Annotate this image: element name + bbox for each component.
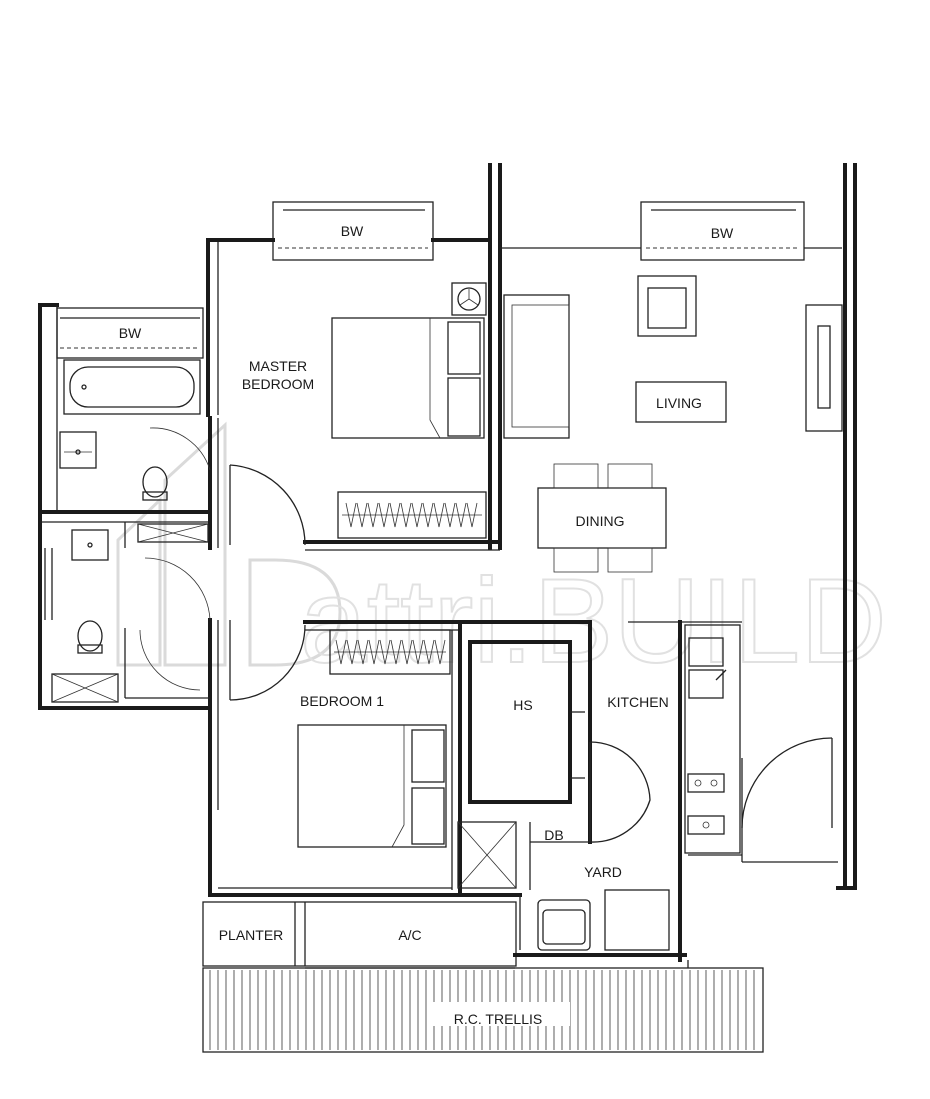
toilet-common-bath	[77, 620, 103, 654]
room-labels: BW BW BW MASTER BEDROOM LIVING DINING BE…	[119, 223, 734, 1027]
sofa	[503, 294, 570, 439]
shower-master-bath	[137, 523, 209, 543]
bathtub	[63, 359, 201, 415]
dining-set	[537, 463, 667, 573]
label-kitchen: KITCHEN	[607, 694, 668, 710]
walls	[38, 163, 857, 968]
label-bw-master: BW	[341, 223, 364, 239]
rc-trellis	[202, 967, 764, 1053]
label-bw-living: BW	[711, 225, 734, 241]
bay-window-living	[640, 201, 805, 261]
shower-common-bath	[51, 673, 119, 703]
bedroom1-bed	[297, 724, 447, 848]
label-yard: YARD	[584, 864, 622, 880]
label-rc-trellis: R.C. TRELLIS	[454, 1011, 542, 1027]
kitchen-counter	[684, 624, 741, 854]
armchair	[637, 275, 697, 337]
bedroom1-wardrobe	[329, 629, 451, 675]
label-db: DB	[544, 827, 563, 843]
label-bedroom1: BEDROOM 1	[300, 693, 384, 709]
label-master-bedroom-line1: MASTER	[249, 358, 307, 374]
coffee-table	[635, 381, 727, 423]
label-bw-bath: BW	[119, 325, 142, 341]
master-wardrobe	[337, 491, 487, 539]
label-dining: DINING	[576, 513, 625, 529]
toilet-master-bath	[142, 466, 168, 501]
yard-cabinet	[604, 889, 670, 951]
vanity-sink-master-bath	[59, 431, 97, 469]
label-ac: A/C	[398, 927, 421, 943]
label-living: LIVING	[656, 395, 702, 411]
label-master-bedroom-line2: BEDROOM	[242, 376, 314, 392]
hs-shaft	[457, 821, 517, 889]
label-hs: HS	[513, 697, 532, 713]
tv-console	[805, 304, 843, 432]
door-swings	[139, 427, 833, 843]
washing-machine	[537, 899, 591, 951]
watermark-logo: attri.BUILD	[116, 421, 888, 689]
label-planter: PLANTER	[219, 927, 284, 943]
master-bed	[331, 317, 485, 439]
bay-window-master	[272, 201, 434, 261]
ceiling-fan-icon	[451, 282, 487, 316]
planter-ac-ledge	[202, 901, 517, 969]
vanity-sink-common-bath	[71, 529, 109, 561]
